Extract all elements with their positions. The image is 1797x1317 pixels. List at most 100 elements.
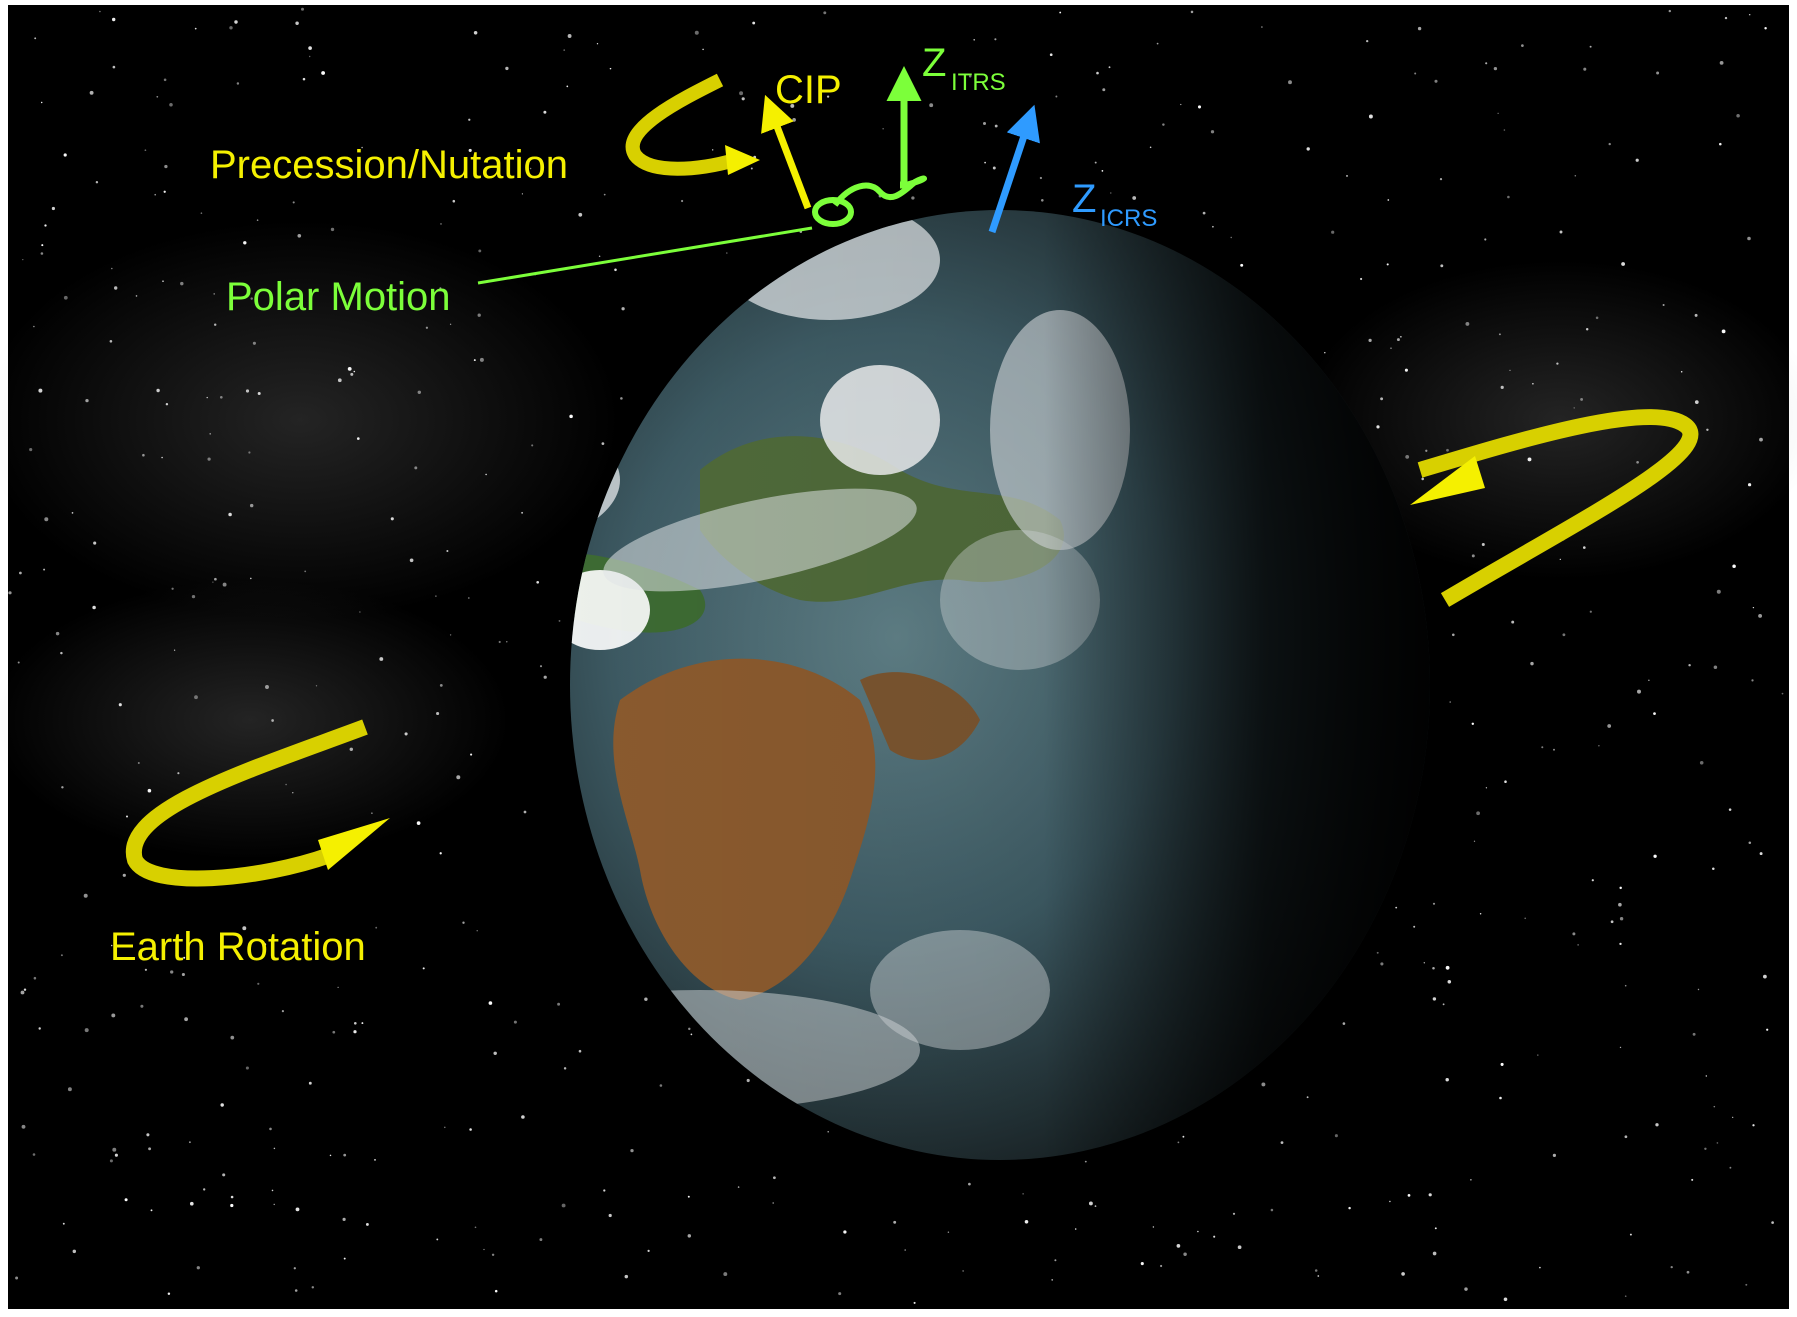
star — [1471, 554, 1475, 558]
star — [85, 398, 89, 403]
star — [1280, 1141, 1284, 1144]
star — [1719, 142, 1722, 146]
star — [1447, 980, 1452, 984]
star — [567, 34, 572, 38]
star — [452, 199, 456, 203]
star — [1442, 1003, 1445, 1006]
star — [1212, 225, 1214, 228]
star — [1190, 10, 1194, 14]
star — [1763, 974, 1767, 979]
star — [234, 20, 238, 24]
star — [332, 1030, 336, 1034]
star — [163, 190, 166, 193]
star — [1261, 26, 1263, 28]
star — [1624, 1295, 1627, 1298]
star — [1088, 1201, 1093, 1206]
star — [1376, 951, 1379, 954]
star — [1140, 1262, 1144, 1266]
star — [1732, 564, 1736, 568]
star — [51, 206, 55, 211]
star — [84, 1028, 89, 1033]
star — [1270, 1208, 1274, 1212]
star — [147, 788, 152, 793]
star — [563, 1067, 567, 1070]
star — [1541, 746, 1544, 749]
star — [343, 1153, 347, 1157]
star — [321, 71, 326, 75]
star — [1694, 313, 1698, 317]
star — [521, 1115, 525, 1119]
star — [773, 1176, 776, 1180]
star — [353, 1021, 357, 1025]
earth-rotation-arrow-left — [125, 719, 390, 887]
star — [1149, 146, 1152, 149]
star — [356, 437, 360, 440]
star — [1162, 123, 1165, 126]
star — [390, 517, 394, 521]
star — [1732, 1116, 1734, 1118]
star — [1585, 328, 1589, 331]
star — [1729, 1166, 1732, 1169]
star — [1101, 170, 1104, 172]
star — [772, 1202, 775, 1204]
star — [469, 1128, 472, 1131]
star — [38, 1027, 41, 1030]
star — [827, 1130, 829, 1133]
star — [1413, 925, 1416, 928]
star — [271, 719, 274, 722]
star — [1481, 542, 1485, 547]
star — [1176, 1244, 1181, 1248]
star — [114, 1153, 118, 1157]
z-icrs-subscript: ICRS — [1100, 205, 1157, 232]
star — [1781, 692, 1784, 695]
star — [529, 167, 532, 170]
star — [1331, 230, 1335, 234]
star — [1407, 1194, 1411, 1197]
star — [250, 577, 252, 580]
star — [1380, 397, 1384, 401]
star — [1376, 425, 1380, 429]
star — [1417, 26, 1422, 31]
star — [1432, 1251, 1437, 1256]
star — [1500, 385, 1504, 389]
star — [578, 1049, 582, 1053]
star — [191, 594, 196, 599]
polar-motion-leader-line — [477, 226, 813, 285]
star — [601, 442, 605, 445]
star — [1764, 27, 1767, 30]
star — [1607, 724, 1612, 728]
star — [1619, 917, 1624, 921]
star — [596, 43, 599, 45]
star — [983, 122, 986, 125]
star — [1745, 1283, 1748, 1286]
star — [245, 1066, 249, 1070]
star — [29, 448, 33, 452]
star — [439, 287, 442, 290]
star — [473, 31, 478, 35]
z-icrs-axis-arrow — [988, 104, 1040, 234]
star — [1334, 1134, 1338, 1138]
star — [1439, 178, 1443, 181]
star — [1306, 1096, 1309, 1099]
star — [146, 1133, 150, 1137]
star — [1182, 1135, 1185, 1138]
star — [1230, 236, 1232, 239]
star — [33, 976, 37, 980]
star — [702, 48, 704, 51]
background-haze — [0, 220, 620, 620]
star — [994, 38, 997, 41]
star — [1348, 1206, 1351, 1210]
star — [893, 1220, 897, 1224]
star — [236, 82, 240, 85]
star — [882, 128, 884, 130]
star — [229, 26, 233, 30]
star — [122, 873, 126, 877]
star — [417, 390, 422, 395]
star — [63, 295, 68, 300]
star — [913, 1301, 916, 1304]
star — [112, 65, 116, 69]
star — [409, 558, 414, 563]
star — [462, 921, 465, 924]
star — [23, 988, 27, 991]
star — [826, 95, 830, 98]
